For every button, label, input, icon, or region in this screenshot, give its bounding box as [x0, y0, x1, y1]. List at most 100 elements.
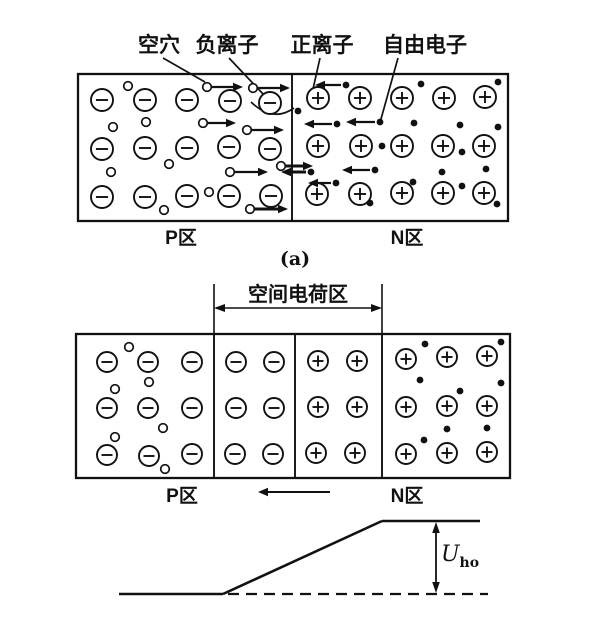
hole-diffusion-arrow — [241, 124, 284, 136]
potential-plot-geometry — [119, 519, 488, 596]
free-electron — [458, 182, 466, 190]
negative-ion — [262, 443, 284, 465]
free-electron — [342, 81, 350, 89]
hole-diffusion-arrow — [247, 82, 290, 94]
hole-diffusion-arrow — [201, 81, 243, 93]
potential-arrow-head-top — [432, 522, 440, 533]
free-electron — [332, 179, 340, 187]
free-electron — [483, 424, 491, 432]
positive-ion — [346, 350, 368, 372]
field-arrow-head — [258, 487, 268, 497]
negative-ion — [225, 397, 247, 419]
hole — [140, 116, 152, 128]
hole — [122, 80, 134, 92]
negative-ion — [258, 137, 282, 161]
positive-ion — [346, 396, 368, 418]
arrow-head — [304, 119, 314, 129]
negative-ion — [137, 351, 159, 373]
free-electron — [366, 199, 374, 207]
hole — [159, 463, 171, 475]
hole-diffusion-arrow — [275, 160, 313, 172]
free-electron — [494, 123, 502, 131]
negative-ion — [96, 397, 118, 419]
positive-ion — [390, 134, 414, 158]
hole — [201, 81, 213, 93]
electron-diffusion-arrow — [304, 119, 341, 129]
figure-a: 空穴 负离子 正离子 自由电子 P区 N区 (a) — [76, 33, 510, 270]
negative-ion — [175, 88, 199, 112]
arrow-head — [346, 117, 356, 127]
negative-ion — [224, 443, 246, 465]
positive-ion — [306, 134, 330, 158]
hole — [105, 166, 117, 178]
hole-diffusion-arrow — [197, 117, 236, 129]
hole — [158, 204, 170, 216]
hole — [241, 124, 253, 136]
arrow-head — [233, 82, 243, 92]
negative-ion — [90, 88, 114, 112]
negative-ion — [263, 351, 285, 373]
negative-ion — [133, 185, 157, 209]
positive-ion — [476, 441, 498, 463]
free-electron — [497, 338, 505, 346]
positive-ion — [476, 395, 498, 417]
electron-diffusion-arrow — [281, 167, 315, 177]
hole — [109, 383, 121, 395]
negative-ion — [217, 135, 241, 159]
figure-b: 空间电荷区 P区 N区 — [74, 282, 512, 507]
free-electron — [458, 148, 466, 156]
electron-diffusion-arrow — [315, 80, 350, 90]
p-region-label-a: P区 — [165, 228, 197, 249]
free-electron — [410, 119, 418, 127]
positive-ion — [431, 181, 455, 205]
electron-diffusion-arrow — [342, 165, 379, 175]
hole — [224, 166, 236, 178]
negative-ion — [217, 184, 241, 208]
positive-ion — [395, 348, 417, 370]
free-electron — [333, 120, 341, 128]
arrow-head — [280, 83, 290, 93]
n-region-label-a: N区 — [391, 228, 424, 249]
positive-ions-label: 正离子 — [291, 33, 354, 57]
free-electron — [482, 165, 490, 173]
positive-ion — [306, 86, 330, 110]
negative-ion — [258, 91, 282, 115]
negative-ion — [96, 444, 118, 466]
arrow-head — [274, 125, 284, 135]
negative-ion — [133, 88, 157, 112]
hole — [197, 117, 209, 129]
positive-ion — [436, 346, 458, 368]
hole-diffusion-arrow — [244, 203, 288, 215]
positive-ion — [473, 85, 497, 109]
arrow-head — [315, 80, 325, 90]
hole — [123, 341, 135, 353]
positive-ion — [472, 134, 496, 158]
free-electron — [456, 121, 464, 129]
free-electron — [493, 200, 501, 208]
hole — [203, 186, 215, 198]
potential-ramp — [222, 519, 383, 596]
free-electron — [371, 166, 379, 174]
arrow-head — [281, 167, 291, 177]
hole — [107, 121, 119, 133]
hole — [244, 203, 256, 215]
positive-ion — [390, 181, 414, 205]
hole — [157, 422, 169, 434]
positive-ion — [307, 396, 329, 418]
negative-ion — [137, 397, 159, 419]
negative-ion — [259, 184, 283, 208]
positive-ion — [432, 86, 456, 110]
negative-ion — [181, 351, 203, 373]
free-electron — [497, 379, 505, 387]
leader-line — [380, 57, 399, 120]
hole — [163, 158, 175, 170]
free-electron — [438, 168, 446, 176]
semiconductor-box — [76, 72, 510, 223]
potential-arrow-head-bottom — [432, 582, 440, 593]
figure-b-geometry — [74, 284, 512, 497]
positive-ion — [472, 181, 496, 205]
n-region-label-b: N区 — [391, 486, 424, 507]
arrow-head — [258, 167, 268, 177]
negative-ions-label: 负离子 — [196, 33, 259, 57]
electron-diffusion-arrow — [346, 117, 384, 127]
